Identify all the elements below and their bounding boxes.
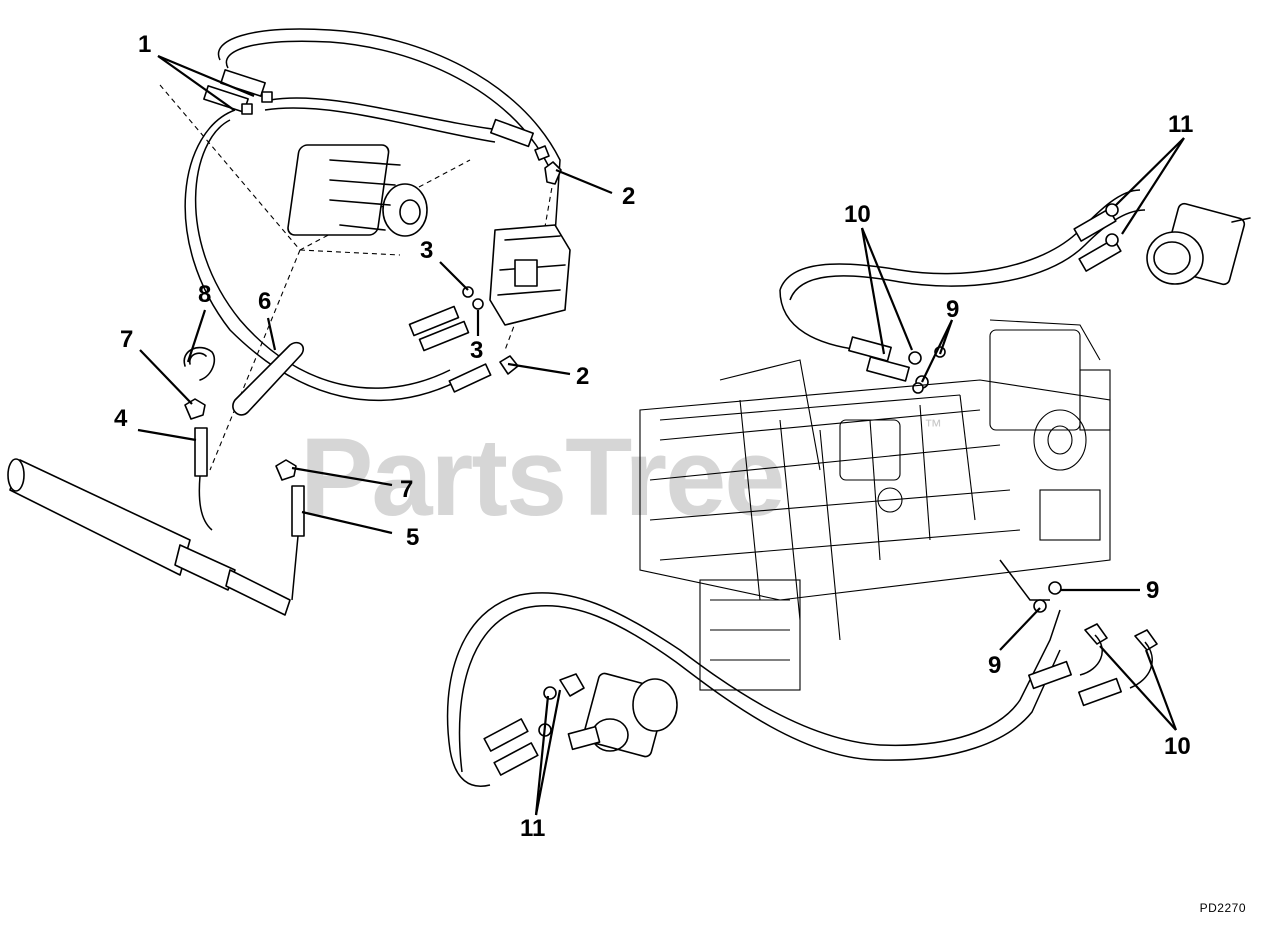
callout-7-upper: 7 [120,326,133,353]
left-assembly-art [7,28,571,616]
leader-lines [137,54,1185,816]
callout-11-lower: 11 [520,815,545,842]
callout-labels: 1 2 2 3 3 4 5 6 7 7 8 9 9 9 9 10 10 11 1… [114,31,1193,842]
callout-2-lower: 2 [576,363,589,390]
callout-5: 5 [406,524,419,551]
callout-3-upper: 3 [420,237,433,264]
callout-7-lower: 7 [400,476,413,503]
callout-11-upper: 11 [1168,111,1193,138]
callout-1: 1 [138,31,151,58]
callout-2-upper: 2 [622,183,635,210]
watermark-trademark: ™ [924,416,942,436]
callout-3-lower: 3 [470,337,483,364]
callout-6: 6 [258,288,271,315]
callout-8: 8 [198,281,211,308]
callout-9-upper: 9 [946,296,959,323]
callout-10-lower: 10 [1164,733,1191,760]
callout-4: 4 [114,405,128,432]
figure-code: PD2270 [1199,901,1246,915]
callout-10-upper: 10 [844,201,871,228]
callout-9-right: 9 [1146,577,1159,604]
callout-9-lower: 9 [988,652,1001,679]
partstree-watermark: PartsTree [300,416,783,539]
